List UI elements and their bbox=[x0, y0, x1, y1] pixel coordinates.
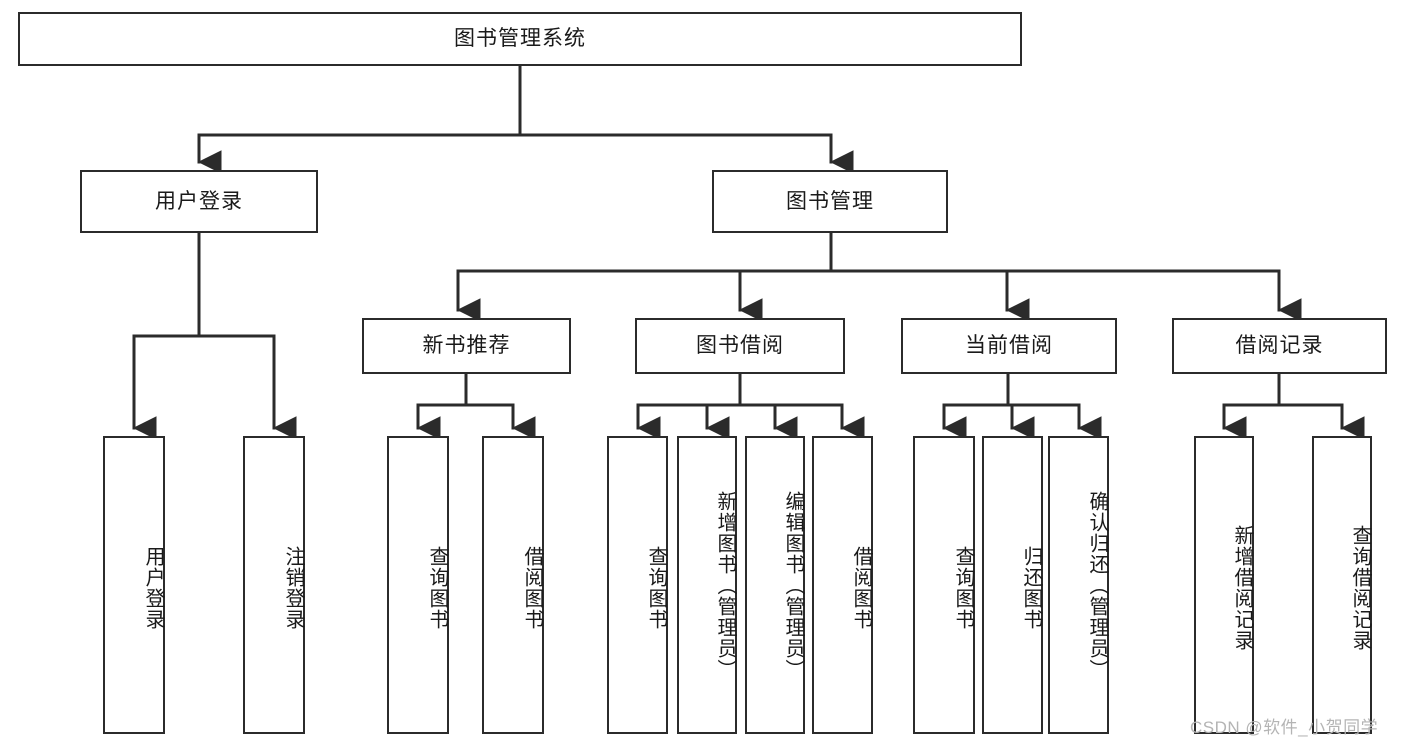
node-user-login-label: 用户登录 bbox=[155, 189, 243, 213]
leaf-user-login-signin[interactable]: 用户登录 bbox=[103, 436, 165, 734]
leaf-new-book-query[interactable]: 查询图书 bbox=[387, 436, 449, 734]
node-book-borrow[interactable]: 图书借阅 bbox=[635, 318, 845, 374]
node-root[interactable]: 图书管理系统 bbox=[18, 12, 1022, 66]
leaf-label: 查询图书 bbox=[952, 546, 974, 630]
leaf-label: 新增图书（管理员） bbox=[714, 490, 736, 680]
leaf-label: 借阅图书 bbox=[850, 546, 872, 630]
node-current-borrow-label: 当前借阅 bbox=[965, 334, 1053, 358]
leaf-label: 借阅图书 bbox=[521, 546, 543, 630]
node-borrow-record[interactable]: 借阅记录 bbox=[1172, 318, 1387, 374]
leaf-current-borrow-return[interactable]: 归还图书 bbox=[982, 436, 1043, 734]
node-borrow-record-label: 借阅记录 bbox=[1235, 334, 1324, 358]
node-new-book-recommend-label: 新书推荐 bbox=[422, 334, 511, 358]
node-current-borrow[interactable]: 当前借阅 bbox=[901, 318, 1117, 374]
leaf-label: 查询借阅记录 bbox=[1349, 525, 1371, 651]
leaf-book-borrow-query[interactable]: 查询图书 bbox=[607, 436, 668, 734]
leaf-book-borrow-add[interactable]: 新增图书（管理员） bbox=[677, 436, 737, 734]
node-book-manage-label: 图书管理 bbox=[786, 189, 874, 213]
leaf-borrow-record-query[interactable]: 查询借阅记录 bbox=[1312, 436, 1372, 734]
leaf-label: 用户登录 bbox=[142, 546, 164, 630]
leaf-label: 查询图书 bbox=[426, 546, 448, 630]
node-new-book-recommend[interactable]: 新书推荐 bbox=[362, 318, 571, 374]
leaf-book-borrow-lend[interactable]: 借阅图书 bbox=[812, 436, 873, 734]
node-book-borrow-label: 图书借阅 bbox=[696, 334, 784, 358]
leaf-label: 归还图书 bbox=[1020, 546, 1042, 630]
leaf-current-borrow-query[interactable]: 查询图书 bbox=[913, 436, 975, 734]
leaf-label: 查询图书 bbox=[645, 546, 667, 630]
leaf-current-borrow-confirm[interactable]: 确认归还（管理员） bbox=[1048, 436, 1109, 734]
node-root-label: 图书管理系统 bbox=[454, 27, 586, 51]
leaf-book-borrow-edit[interactable]: 编辑图书（管理员） bbox=[745, 436, 805, 734]
leaf-label: 新增借阅记录 bbox=[1231, 525, 1253, 651]
leaf-user-login-signout[interactable]: 注销登录 bbox=[243, 436, 305, 734]
csdn-watermark: CSDN @软件_小贺同学 bbox=[1190, 718, 1379, 737]
leaf-label: 确认归还（管理员） bbox=[1086, 490, 1108, 680]
leaf-new-book-borrow[interactable]: 借阅图书 bbox=[482, 436, 544, 734]
node-user-login[interactable]: 用户登录 bbox=[80, 170, 318, 233]
node-book-manage[interactable]: 图书管理 bbox=[712, 170, 948, 233]
leaf-label: 注销登录 bbox=[282, 546, 304, 630]
leaf-borrow-record-add[interactable]: 新增借阅记录 bbox=[1194, 436, 1254, 734]
leaf-label: 编辑图书（管理员） bbox=[782, 490, 804, 680]
